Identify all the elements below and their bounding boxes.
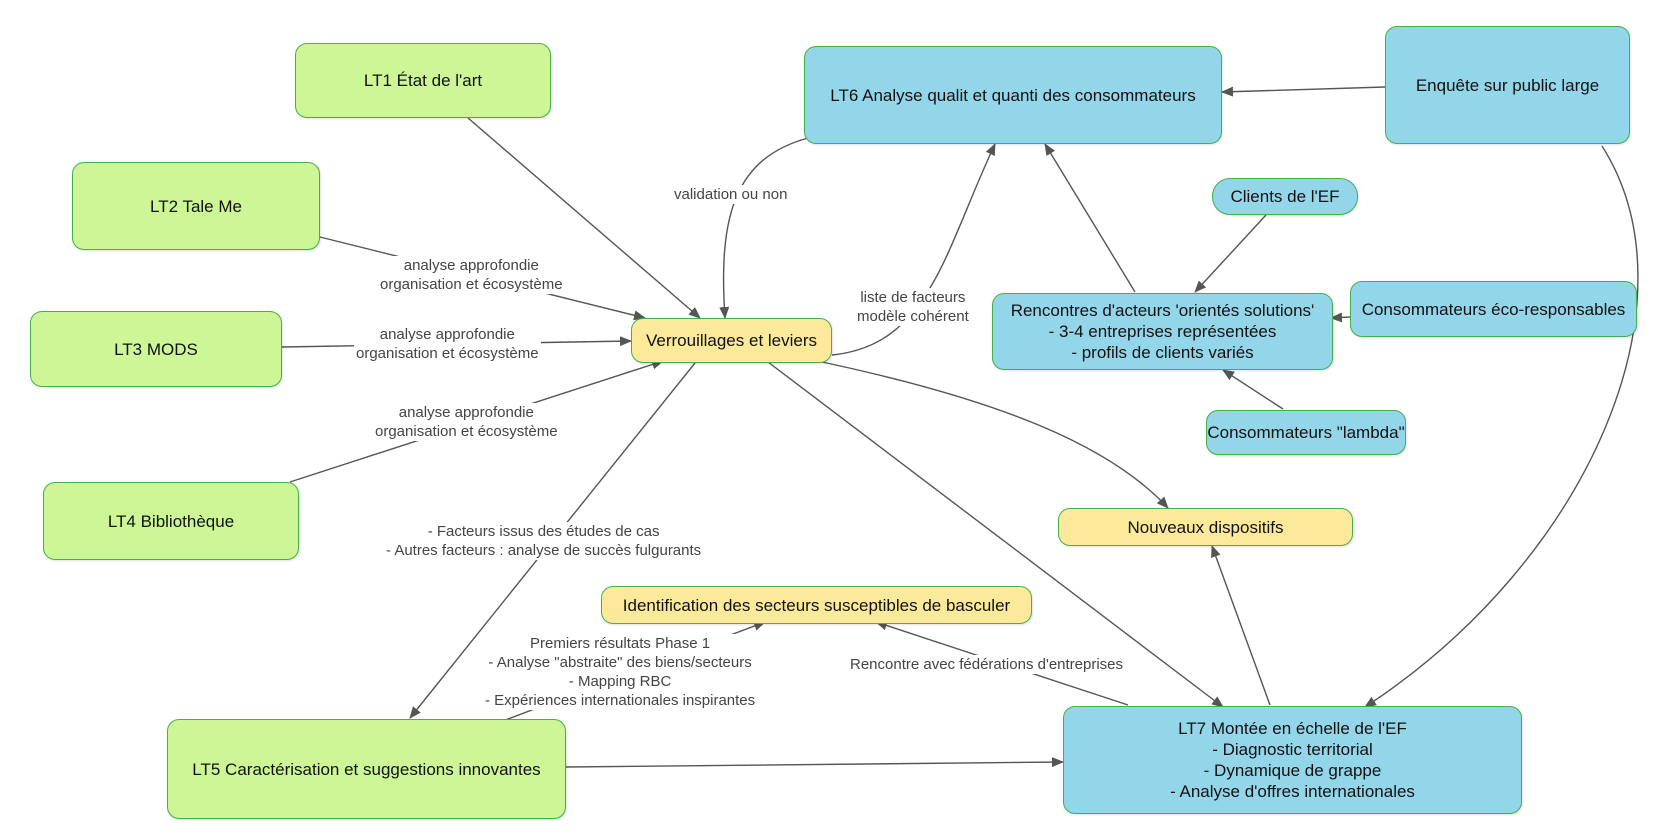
label-analyse-lt3: analyse approfondie organisation et écos…	[354, 325, 541, 363]
label-federations: Rencontre avec fédérations d'entreprises	[848, 655, 1126, 674]
edge-lt6-verrouillages	[719, 137, 809, 319]
node-nouveaux[interactable]: Nouveaux dispositifs	[1058, 508, 1353, 546]
node-lt6[interactable]: LT6 Analyse qualit et quanti des consomm…	[804, 46, 1222, 144]
node-identification[interactable]: Identification des secteurs susceptibles…	[601, 586, 1032, 624]
node-lt4[interactable]: LT4 Bibliothèque	[43, 482, 299, 560]
edge-clients-rencontres	[1194, 214, 1267, 293]
label-premiers: Premiers résultats Phase 1 - Analyse "ab…	[483, 634, 758, 710]
edge-enquete-lt7	[1364, 145, 1639, 708]
node-verrouillages[interactable]: Verrouillages et leviers	[631, 318, 832, 363]
node-eco[interactable]: Consommateurs éco-responsables	[1350, 281, 1637, 337]
node-lt2[interactable]: LT2 Tale Me	[72, 162, 320, 250]
edge-lt5-lt7	[565, 757, 1064, 768]
node-lt1[interactable]: LT1 État de l'art	[295, 43, 551, 118]
node-lt7[interactable]: LT7 Montée en échelle de l'EF - Diagnost…	[1063, 706, 1522, 814]
edge-lt1-verrouillages	[467, 117, 701, 319]
node-lt5[interactable]: LT5 Caractérisation et suggestions innov…	[167, 719, 566, 819]
edge-verrouillages-lt7	[767, 361, 1224, 708]
node-lt3[interactable]: LT3 MODS	[30, 311, 282, 387]
node-clients[interactable]: Clients de l'EF	[1212, 178, 1358, 215]
node-enquete[interactable]: Enquête sur public large	[1385, 26, 1630, 144]
edge-lt7-nouveaux	[1211, 545, 1271, 706]
edge-enquete-lt6	[1221, 86, 1386, 97]
label-analyse-lt2: analyse approfondie organisation et écos…	[378, 256, 565, 294]
edge-eco-rencontres	[1330, 312, 1351, 323]
label-validation: validation ou non	[672, 185, 790, 204]
edge-lambda-rencontres	[1222, 369, 1284, 410]
edge-verrouillages-lt6	[831, 143, 996, 356]
label-analyse-lt4: analyse approfondie organisation et écos…	[373, 403, 560, 441]
label-liste: liste de facteurs modèle cohérent	[855, 288, 971, 326]
node-rencontres[interactable]: Rencontres d'acteurs 'orientés solutions…	[992, 293, 1333, 370]
edge-rencontres-lt6	[1044, 143, 1136, 293]
label-facteurs: - Facteurs issus des études de cas - Aut…	[384, 522, 704, 560]
node-lambda[interactable]: Consommateurs "lambda"	[1206, 410, 1406, 455]
edge-verrouillages-nouveaux	[821, 361, 1169, 509]
